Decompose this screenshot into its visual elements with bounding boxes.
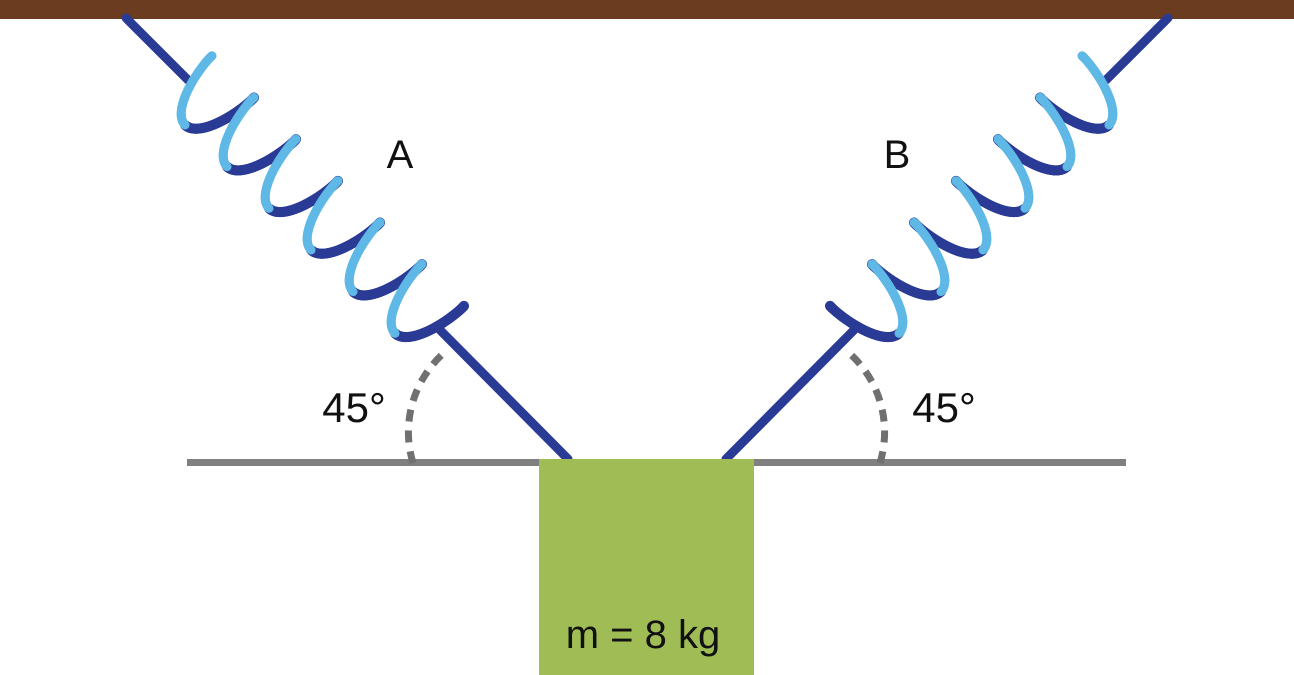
spring-coil-front-segment [347,286,358,297]
spring-coil-front-segment [894,328,905,338]
spring-a-label: A [387,133,414,177]
spring-coil-front-segment [936,286,947,297]
spring-coil-front-segment [263,203,274,213]
spring-coil-front-segment [1020,203,1031,213]
spring-coil-front-segment [221,161,232,172]
angle-arc-a [404,349,448,465]
spring-coil-front-segment [305,244,316,255]
angle-b-label: 45° [912,384,976,431]
angle-arc-b [845,349,889,465]
spring-coil-front-segment [978,244,989,255]
spring-b [721,13,1173,464]
mass-label: m = 8 kg [566,613,721,657]
spring-a [121,13,573,464]
spring-coil-front-segment [179,119,190,130]
spring-coil-front-segment [1062,161,1073,172]
spring-top-lead [121,13,193,85]
spring-top-lead [1101,13,1173,85]
spring-coil-front-segment [389,328,400,338]
spring-b-label: B [884,133,911,177]
mass-block [539,459,754,675]
spring-bottom-lead [435,325,573,464]
ceiling [0,0,1294,19]
spring-bottom-lead [721,325,859,464]
angle-a-label: 45° [322,384,386,431]
spring-coil-front-segment [1104,119,1115,130]
